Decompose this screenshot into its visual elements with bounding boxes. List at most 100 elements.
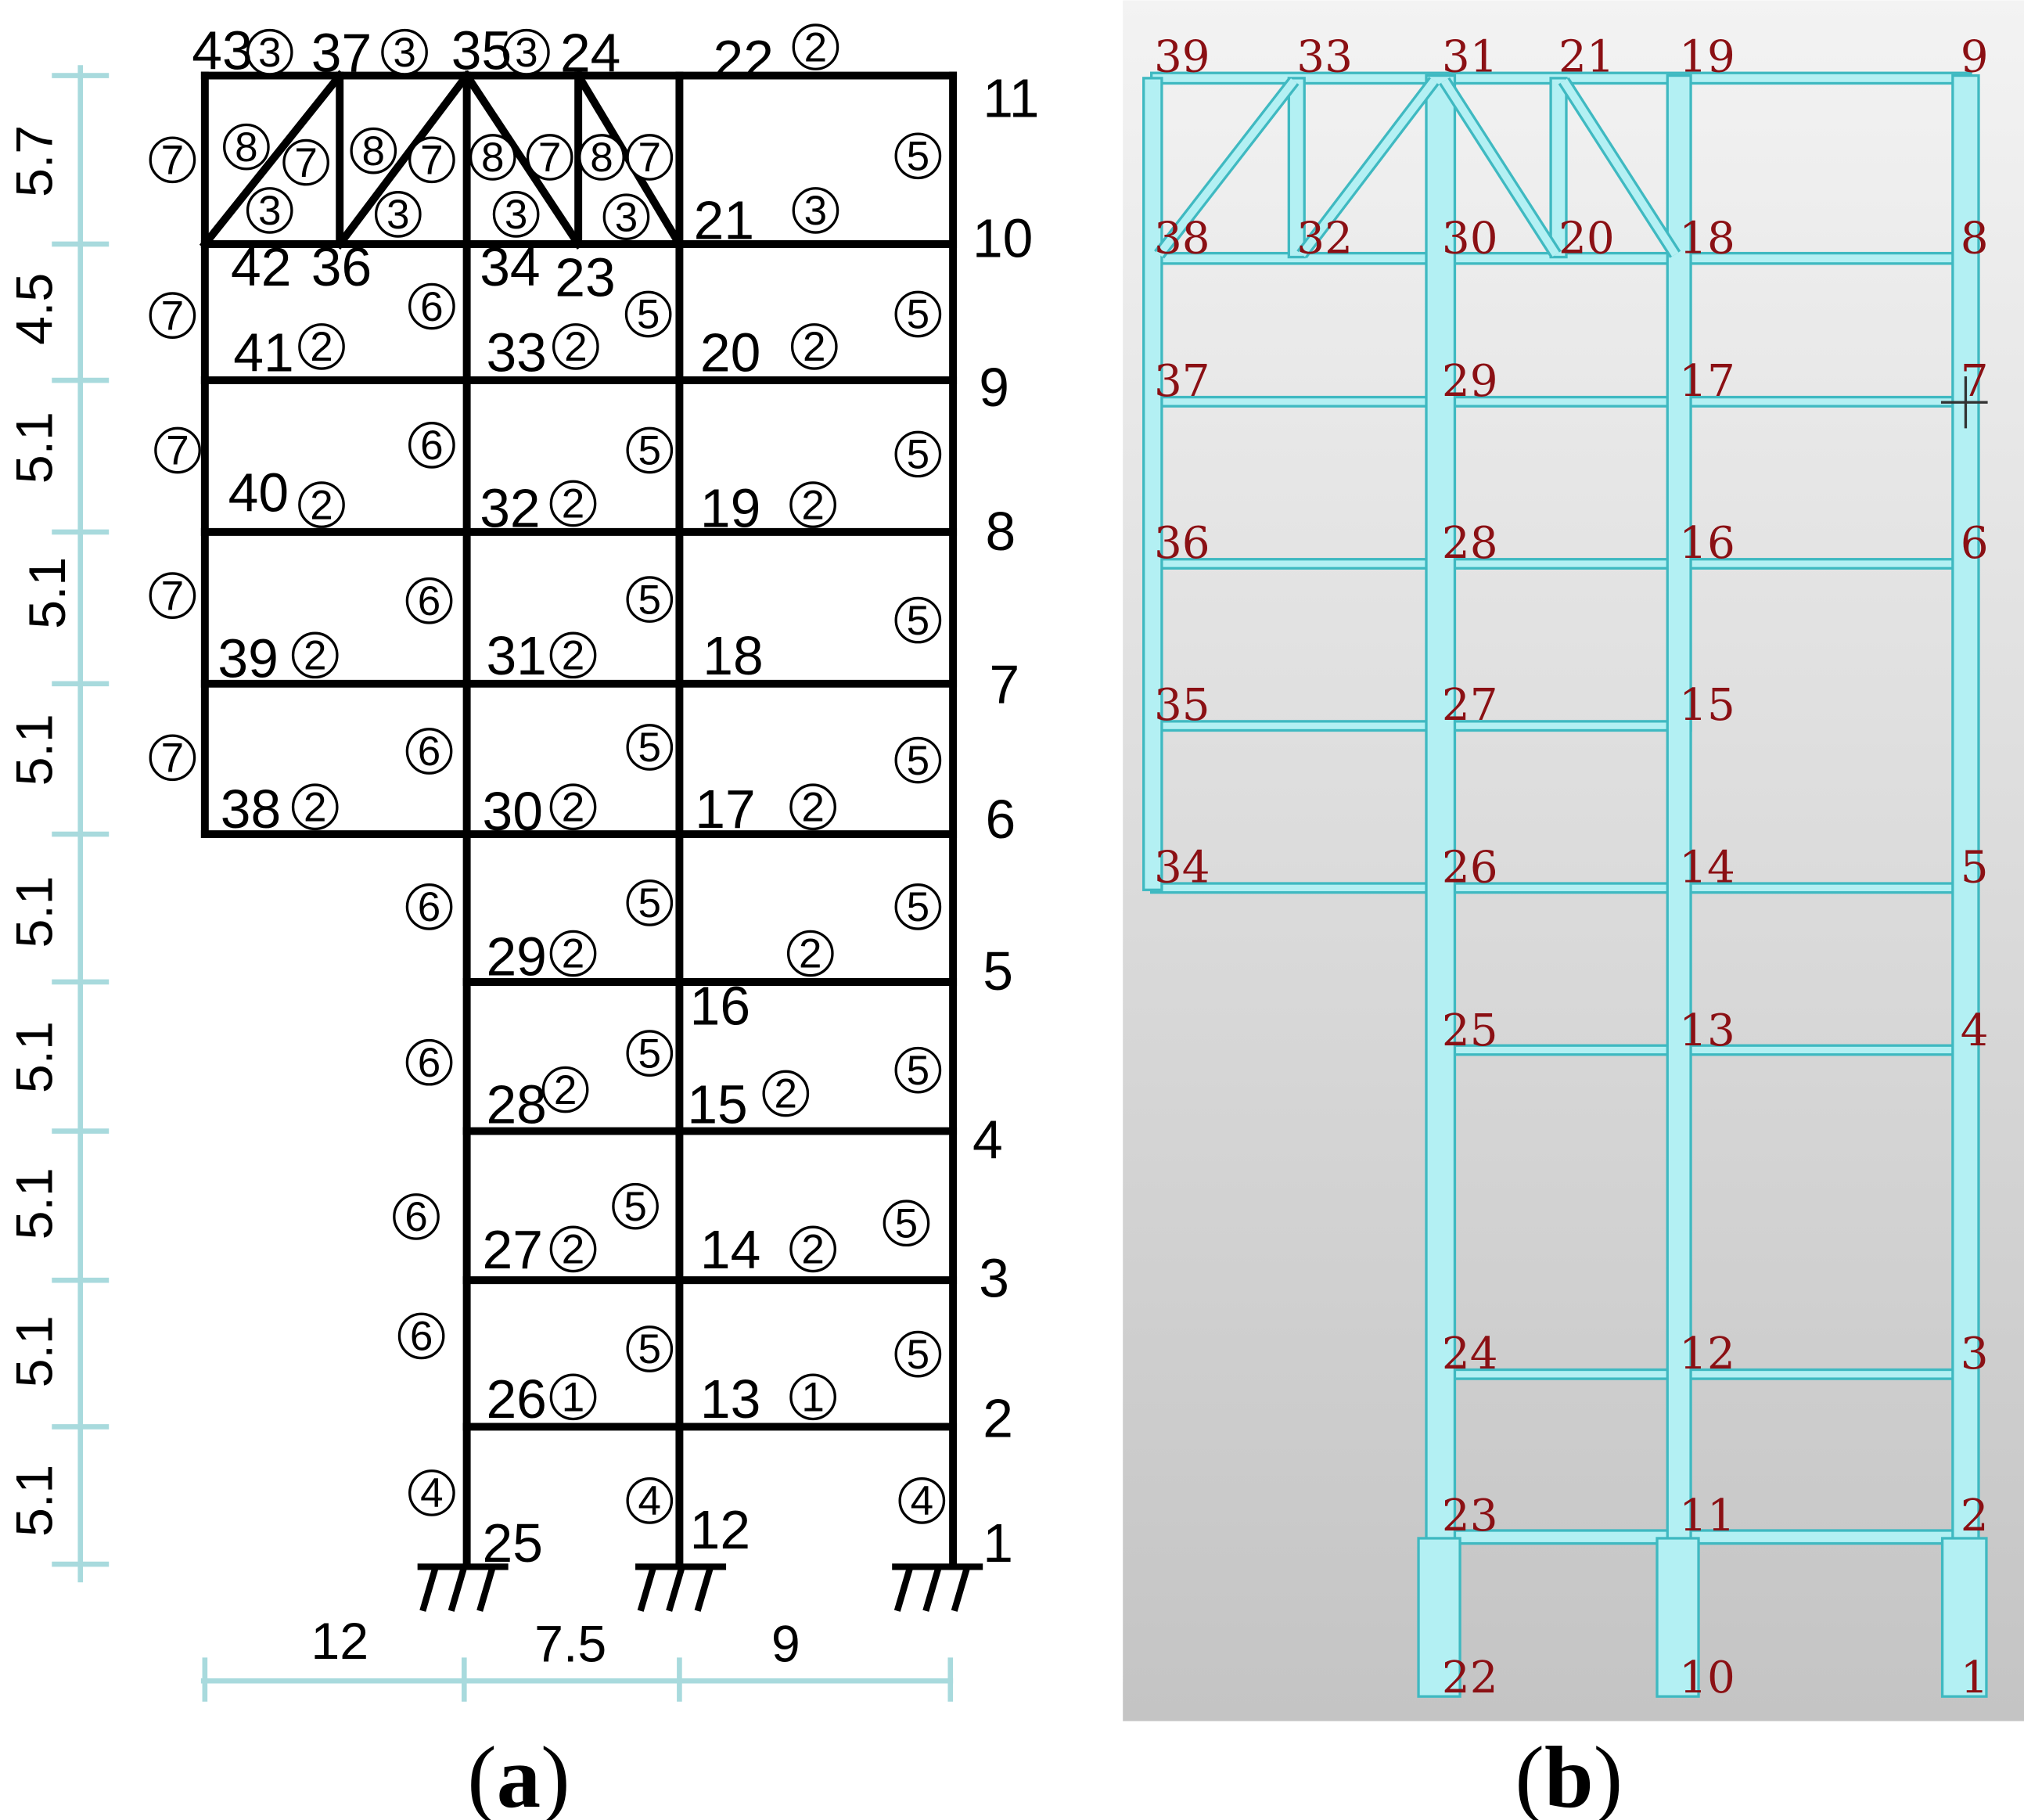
caption-b-letter: b — [1544, 1729, 1594, 1820]
node-label: 36 — [311, 236, 372, 297]
section-marker-circle — [408, 282, 455, 330]
section-marker: 7 — [149, 734, 196, 782]
section-marker-number: 2 — [799, 931, 822, 977]
node-label: 4 — [972, 1109, 1003, 1170]
node-label: 14 — [700, 1219, 760, 1280]
story-height-label: 5.1 — [5, 1021, 63, 1093]
model-node-label: 17 — [1679, 356, 1735, 407]
section-marker-circle — [549, 783, 597, 831]
section-marker-number: 5 — [624, 1184, 647, 1230]
story-height-label: 5.1 — [5, 876, 63, 948]
section-marker-circle — [789, 783, 836, 831]
node-label: 10 — [972, 208, 1033, 269]
beam — [1149, 720, 1692, 732]
section-marker-circle — [549, 1373, 597, 1421]
section-marker: 8 — [469, 134, 516, 181]
node-label: 18 — [703, 625, 763, 686]
model-node-label: 13 — [1679, 1005, 1735, 1056]
model-node-label: 35 — [1154, 680, 1210, 731]
section-marker-number: 5 — [638, 880, 662, 926]
height-dimension-line — [52, 65, 110, 1583]
section-marker-number: 2 — [562, 931, 585, 977]
beam — [1149, 395, 1972, 408]
section-marker-circle — [552, 323, 599, 370]
section-marker-circle — [578, 134, 625, 181]
section-marker-number: 5 — [907, 738, 930, 784]
model-node-label: 34 — [1154, 842, 1210, 893]
section-marker: 5 — [626, 426, 674, 474]
base-column — [1417, 1537, 1461, 1698]
section-marker: 2 — [549, 1225, 597, 1273]
section-marker: 5 — [626, 1030, 674, 1077]
section-marker-circle — [405, 728, 453, 775]
section-marker: 5 — [894, 736, 942, 784]
section-marker-circle — [792, 187, 839, 234]
story-height-label: 5.1 — [5, 412, 63, 484]
model-node-label: 31 — [1442, 32, 1498, 83]
section-marker-circle — [792, 23, 839, 70]
section-marker: 5 — [894, 290, 942, 338]
section-marker-number: 6 — [420, 423, 444, 469]
panel-a-frame-elevation: 5.7 4.5 5.1 5.1 5.1 5.1 5.1 5.1 5.1 5.1 … — [5, 20, 1039, 1820]
story-height-labels: 5.7 4.5 5.1 5.1 5.1 5.1 5.1 5.1 5.1 5.1 — [5, 125, 77, 1537]
section-marker-circle — [626, 879, 674, 926]
bay-dimension-line — [200, 1657, 954, 1702]
section-marker-circle — [789, 481, 836, 528]
section-marker: 7 — [149, 136, 196, 183]
node-label: 1 — [983, 1512, 1013, 1574]
section-marker: 7 — [149, 572, 196, 619]
section-marker: 7 — [526, 134, 573, 181]
node-label: 24 — [560, 23, 620, 84]
section-marker-number: 7 — [294, 140, 318, 186]
section-marker: 5 — [624, 290, 672, 338]
section-marker-circle — [405, 577, 453, 624]
section-marker-circle — [626, 576, 674, 623]
section-marker-number: 7 — [161, 137, 184, 183]
story-height-label: 5.1 — [5, 1167, 63, 1239]
section-marker-number: 2 — [554, 1067, 577, 1113]
section-marker-circle — [549, 631, 597, 679]
section-marker-number: 5 — [638, 428, 662, 474]
node-label: 22 — [713, 29, 773, 90]
section-marker: 5 — [894, 1330, 942, 1378]
section-marker-circle — [405, 1038, 453, 1086]
section-marker: 6 — [405, 883, 453, 930]
node-label: 2 — [983, 1388, 1013, 1449]
section-marker-number: 5 — [638, 577, 662, 623]
section-marker-number: 3 — [393, 30, 416, 76]
section-marker-number: 2 — [304, 784, 327, 830]
section-marker-number: 6 — [418, 1040, 441, 1086]
section-marker-circle — [612, 1182, 659, 1230]
section-marker-number: 5 — [637, 292, 660, 338]
section-marker-circle — [149, 734, 196, 782]
section-marker-number: 7 — [420, 137, 444, 183]
section-marker-circle — [762, 1070, 810, 1117]
section-marker-number: 2 — [562, 481, 585, 527]
story-height-label: 5.1 — [5, 1315, 63, 1387]
caption-b: (b) — [1515, 1729, 1623, 1820]
section-marker: 3 — [492, 191, 540, 238]
section-marker: 6 — [408, 282, 455, 330]
section-marker-circle — [549, 930, 597, 977]
node-label: 27 — [483, 1219, 543, 1280]
model-node-label: 4 — [1961, 1005, 1989, 1056]
section-marker: 5 — [894, 1046, 942, 1094]
section-marker-number: 5 — [907, 598, 930, 644]
section-marker-circle — [626, 1030, 674, 1077]
section-marker-circle — [883, 1200, 930, 1247]
fixed-support-icon — [892, 1563, 983, 1612]
section-marker-number: 5 — [907, 432, 930, 478]
base-column — [1940, 1537, 1988, 1698]
section-marker: 4 — [626, 1477, 674, 1524]
section-marker-number: 3 — [515, 30, 538, 76]
model-node-label: 9 — [1961, 32, 1989, 83]
model-node-label: 7 — [1961, 356, 1989, 407]
section-marker: 4 — [408, 1469, 455, 1516]
section-marker-number: 4 — [420, 1470, 444, 1516]
frame-members — [199, 70, 958, 1569]
model-node-label: 26 — [1442, 842, 1498, 893]
bay-width-label: 9 — [771, 1615, 800, 1673]
model-node-label: 24 — [1442, 1329, 1498, 1379]
